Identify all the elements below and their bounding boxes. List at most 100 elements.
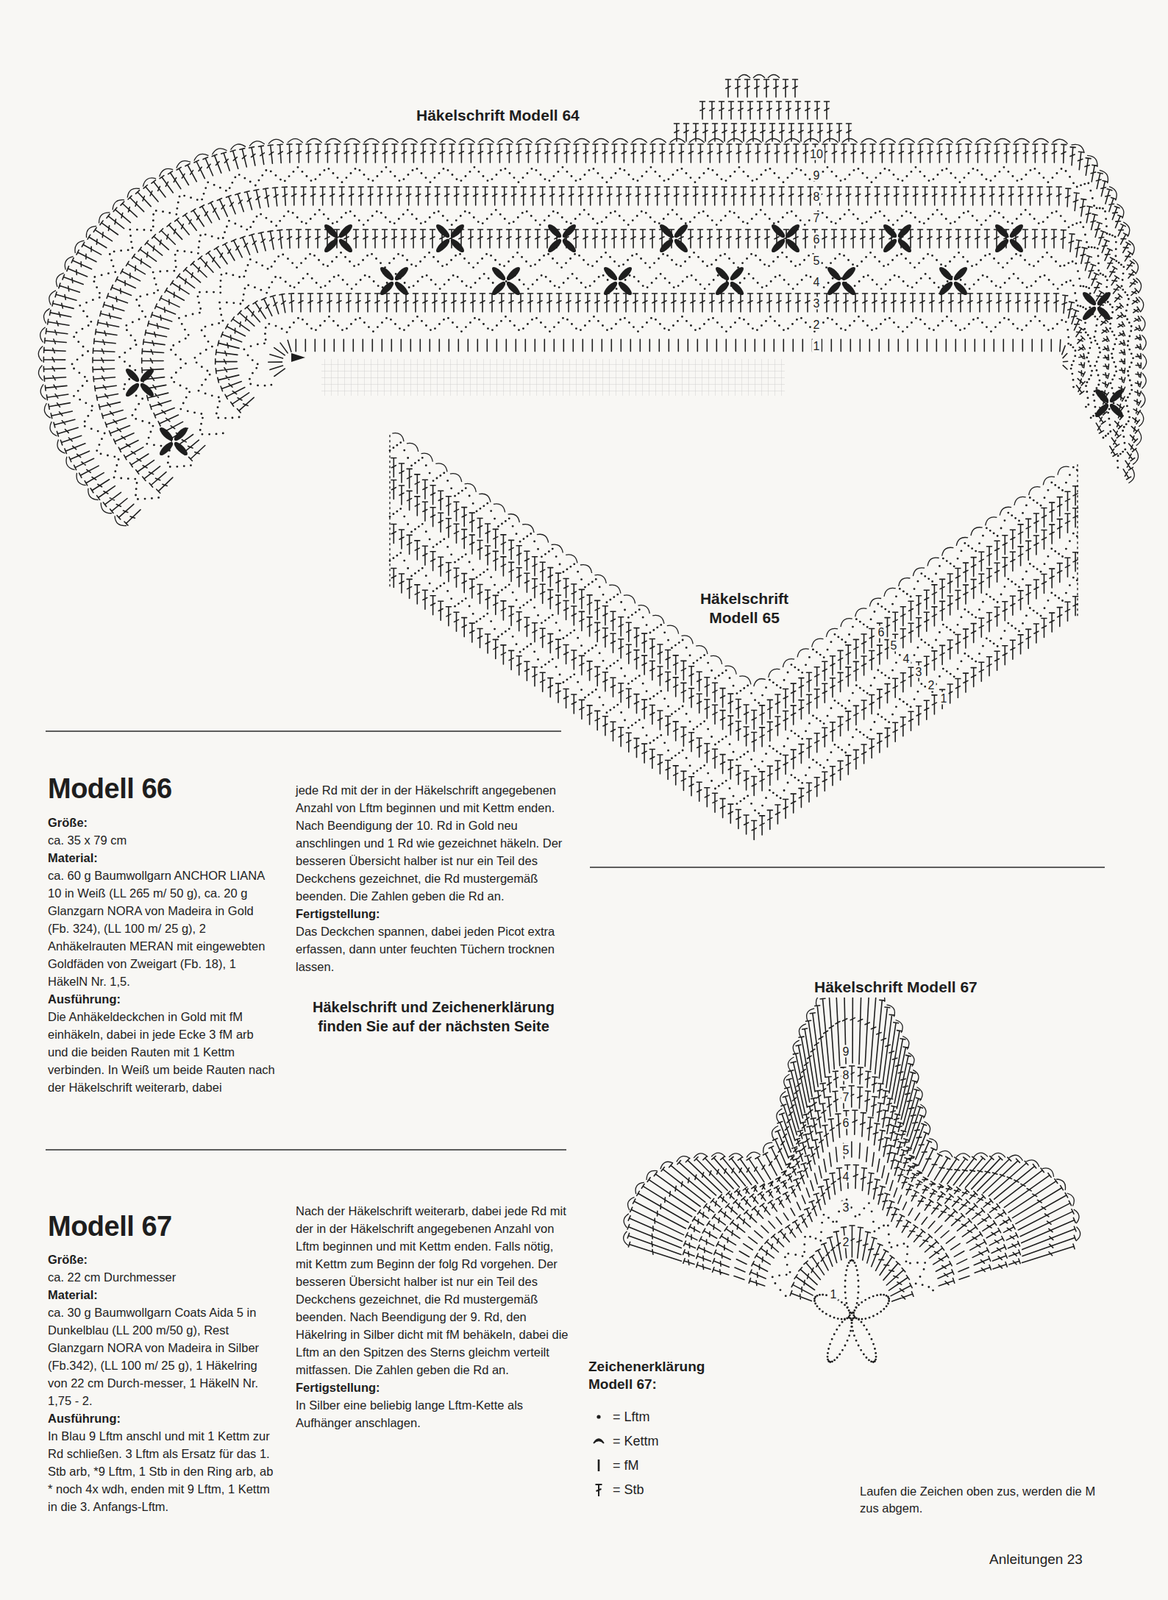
leaf-motif bbox=[123, 366, 141, 384]
leaf-motif bbox=[489, 264, 507, 282]
round-number: 3 bbox=[812, 296, 822, 309]
section-rule bbox=[45, 730, 562, 732]
leaf-motif bbox=[825, 264, 843, 282]
leaf-motif bbox=[713, 264, 731, 282]
leaf-motif bbox=[157, 439, 175, 457]
leaf-motif bbox=[336, 236, 354, 254]
body-text: ca. 35 x 79 cm bbox=[47, 831, 276, 849]
leaf-motif bbox=[881, 236, 899, 254]
round-number: 9 bbox=[841, 1045, 851, 1058]
body-text: Die Anhäkeldeckchen in Gold mit fM einhä… bbox=[47, 1007, 276, 1096]
legend-symbol bbox=[590, 1456, 607, 1474]
round-number: 7 bbox=[841, 1090, 851, 1103]
round-number: 10 bbox=[808, 147, 825, 160]
filet-show-through bbox=[321, 358, 785, 396]
leaf-motif bbox=[937, 279, 954, 297]
text-column: jede Rd mit der in der Häkelschrift ange… bbox=[295, 781, 572, 1036]
chart-note: Laufen die Zeichen oben zus, werden die … bbox=[859, 1482, 1103, 1517]
round-number: 6 bbox=[841, 1115, 851, 1129]
round-number: 5 bbox=[889, 638, 899, 651]
legend-text: = Stb bbox=[612, 1480, 645, 1499]
leaf-motif bbox=[504, 279, 522, 297]
page-footer: Anleitungen 23 bbox=[989, 1550, 1083, 1569]
round-number: 3 bbox=[841, 1200, 851, 1213]
leaf-motif bbox=[769, 236, 787, 254]
chart-title: Häkelschrift Modell 64 bbox=[413, 105, 583, 126]
round-number: 4 bbox=[901, 651, 912, 665]
leaf-motif bbox=[378, 264, 395, 282]
leaf-motif bbox=[336, 222, 354, 240]
leaf-motif bbox=[839, 264, 857, 282]
leaf-motif bbox=[123, 380, 141, 398]
round-number: 8 bbox=[841, 1067, 851, 1081]
text-column: Größe:ca. 22 cm DurchmesserMaterial:ca. … bbox=[47, 1250, 276, 1516]
model-heading: Modell 67 bbox=[47, 1209, 173, 1243]
chart-title: Häkelschrift Modell 67 bbox=[811, 976, 981, 998]
leaf-motif bbox=[992, 236, 1010, 254]
legend-row: = Stb bbox=[590, 1480, 645, 1499]
chart-title: Häkelschrift Modell 65 bbox=[678, 588, 810, 629]
section-heading: Material: bbox=[47, 848, 276, 867]
leaf-motif bbox=[560, 236, 578, 254]
round-number: 2 bbox=[812, 317, 822, 331]
round-number: 6 bbox=[812, 232, 822, 245]
section-heading: Ausführung: bbox=[47, 1409, 276, 1427]
body-text: ca. 30 g Baumwollgarn Coats Aida 5 in Du… bbox=[47, 1303, 276, 1410]
chain-dots bbox=[72, 166, 1134, 1362]
legend-symbol bbox=[590, 1432, 607, 1450]
legend-symbol bbox=[590, 1480, 607, 1499]
round-number: 9 bbox=[812, 168, 822, 181]
legend-row: = Lftm bbox=[590, 1407, 651, 1426]
round-number: 6 bbox=[876, 625, 887, 638]
round-number: 5 bbox=[841, 1142, 851, 1156]
start-arrow bbox=[291, 353, 306, 362]
round-number: 2 bbox=[841, 1234, 851, 1248]
leaf-motif bbox=[560, 222, 578, 240]
stitch-group bbox=[38, 75, 1146, 1363]
leaf-motif bbox=[392, 279, 410, 297]
section-heading: Fertigstellung: bbox=[295, 1378, 572, 1397]
section-heading: Fertigstellung: bbox=[295, 904, 572, 923]
section-heading: Ausführung: bbox=[47, 990, 276, 1008]
body-text: In Blau 9 Lftm anschl und mit 1 Kettm zu… bbox=[47, 1426, 276, 1516]
leaf-motif bbox=[1107, 386, 1125, 404]
body-text: ca. 60 g Baumwollgarn ANCHOR LIANA 10 in… bbox=[47, 866, 276, 991]
round-number: 1 bbox=[812, 339, 822, 352]
section-rule bbox=[589, 866, 1105, 868]
reference-note: Häkelschrift und Zeichenerklärung finden… bbox=[295, 997, 572, 1036]
model-heading: Modell 66 bbox=[47, 772, 173, 805]
body-text: Das Deckchen spannen, dabei jeden Picot … bbox=[295, 922, 572, 976]
round-number: 3 bbox=[914, 664, 924, 678]
leaf-motif bbox=[839, 279, 857, 297]
leaf-motif bbox=[616, 279, 634, 297]
stitch-symbols bbox=[43, 79, 1141, 1302]
round-number: 5 bbox=[812, 253, 822, 267]
text-column: Größe:ca. 35 x 79 cmMaterial:ca. 60 g Ba… bbox=[47, 813, 276, 1096]
body-text: In Silber eine beliebig lange Lftm-Kette… bbox=[295, 1396, 572, 1432]
legend-row: = fM bbox=[590, 1456, 640, 1474]
text-column: Nach der Häkelschrift weiterarb, dabei j… bbox=[295, 1201, 572, 1432]
leaf-motif bbox=[657, 236, 675, 254]
legend-text: = Kettm bbox=[612, 1432, 660, 1450]
leaf-motif bbox=[1080, 289, 1098, 307]
leaf-motif bbox=[713, 279, 731, 297]
body-text: jede Rd mit der in der Häkelschrift ange… bbox=[295, 781, 572, 905]
body-text: ca. 22 cm Durchmesser bbox=[47, 1268, 276, 1286]
leaf-motif bbox=[545, 236, 563, 254]
legend-text: = Lftm bbox=[612, 1407, 651, 1426]
leaf-motif bbox=[601, 264, 619, 282]
leaf-motif bbox=[1007, 236, 1025, 254]
round-number: 1 bbox=[939, 692, 949, 705]
leaf-motif bbox=[728, 264, 746, 282]
legend-title: Zeichenerklärung Modell 67: bbox=[588, 1357, 740, 1394]
leaf-motif bbox=[433, 236, 451, 254]
section-heading: Material: bbox=[47, 1285, 276, 1304]
section-heading: Größe: bbox=[47, 813, 276, 832]
round-number: 8 bbox=[812, 189, 822, 203]
legend-symbol bbox=[590, 1407, 607, 1426]
body-text: Nach der Häkelschrift weiterarb, dabei j… bbox=[295, 1201, 572, 1379]
section-heading: Größe: bbox=[47, 1250, 276, 1269]
round-number: 4 bbox=[812, 275, 822, 288]
leaf-motif bbox=[937, 264, 954, 282]
round-number: 4 bbox=[841, 1170, 851, 1183]
